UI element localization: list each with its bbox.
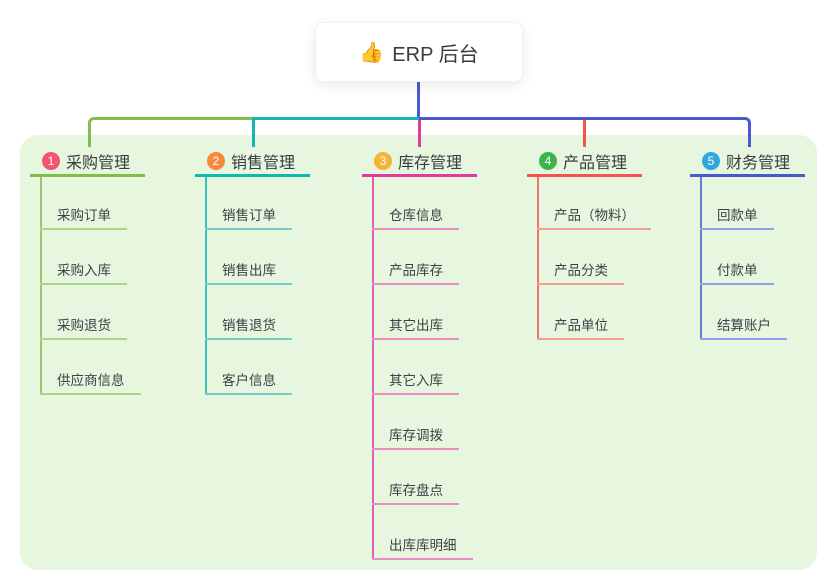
connector-branch-3 (418, 120, 421, 147)
branch-header[interactable]: 3 库存管理 (362, 148, 477, 177)
branch-label: 销售管理 (231, 155, 296, 172)
branch-trunk-line (372, 177, 374, 560)
branch-trunk-line (205, 177, 207, 395)
child-node[interactable]: 库存调拨 (372, 424, 459, 450)
root-title: ERP 后台 (392, 43, 479, 66)
branch-number-badge: 5 (702, 152, 720, 170)
root-node[interactable]: 👍 ERP 后台 (315, 22, 523, 82)
child-node[interactable]: 客户信息 (205, 369, 292, 395)
child-node[interactable]: 库存盘点 (372, 479, 459, 505)
connector-branch-1 (88, 117, 252, 147)
branch-header[interactable]: 4 产品管理 (527, 148, 642, 177)
connector-branch-2 (252, 117, 419, 147)
child-node[interactable]: 回款单 (700, 204, 774, 230)
child-node[interactable]: 销售订单 (205, 204, 292, 230)
thumbs-up-icon: 👍 (359, 41, 385, 64)
connector-root-drop (417, 82, 420, 120)
branch-label: 库存管理 (398, 155, 463, 172)
child-node[interactable]: 其它入库 (372, 369, 459, 395)
connector-branch-5 (419, 117, 751, 147)
branch-trunk-line (40, 177, 42, 395)
branch-header[interactable]: 5 财务管理 (690, 148, 805, 177)
child-node[interactable]: 出库库明细 (372, 534, 473, 560)
branch-number-badge: 4 (539, 152, 557, 170)
branch-trunk-line (700, 177, 702, 340)
branch-label: 产品管理 (563, 155, 628, 172)
child-node[interactable]: 产品分类 (537, 259, 624, 285)
child-node[interactable]: 采购退货 (40, 314, 127, 340)
child-node[interactable]: 采购订单 (40, 204, 127, 230)
child-node[interactable]: 付款单 (700, 259, 774, 285)
connector-branch-4 (583, 120, 586, 147)
child-node[interactable]: 产品（物料） (537, 204, 651, 230)
child-node[interactable]: 结算账户 (700, 314, 787, 340)
child-node[interactable]: 产品库存 (372, 259, 459, 285)
branch-label: 采购管理 (66, 155, 131, 172)
child-node[interactable]: 产品单位 (537, 314, 624, 340)
child-node[interactable]: 其它出库 (372, 314, 459, 340)
child-node[interactable]: 销售出库 (205, 259, 292, 285)
child-node[interactable]: 销售退货 (205, 314, 292, 340)
branch-trunk-line (537, 177, 539, 340)
branch-header[interactable]: 2 销售管理 (195, 148, 310, 177)
child-node[interactable]: 采购入库 (40, 259, 127, 285)
branch-label: 财务管理 (726, 155, 791, 172)
child-node[interactable]: 供应商信息 (40, 369, 141, 395)
child-node[interactable]: 仓库信息 (372, 204, 459, 230)
branches-panel (20, 135, 817, 570)
branch-number-badge: 3 (374, 152, 392, 170)
branch-number-badge: 2 (207, 152, 225, 170)
branch-number-badge: 1 (42, 152, 60, 170)
branch-header[interactable]: 1 采购管理 (30, 148, 145, 177)
